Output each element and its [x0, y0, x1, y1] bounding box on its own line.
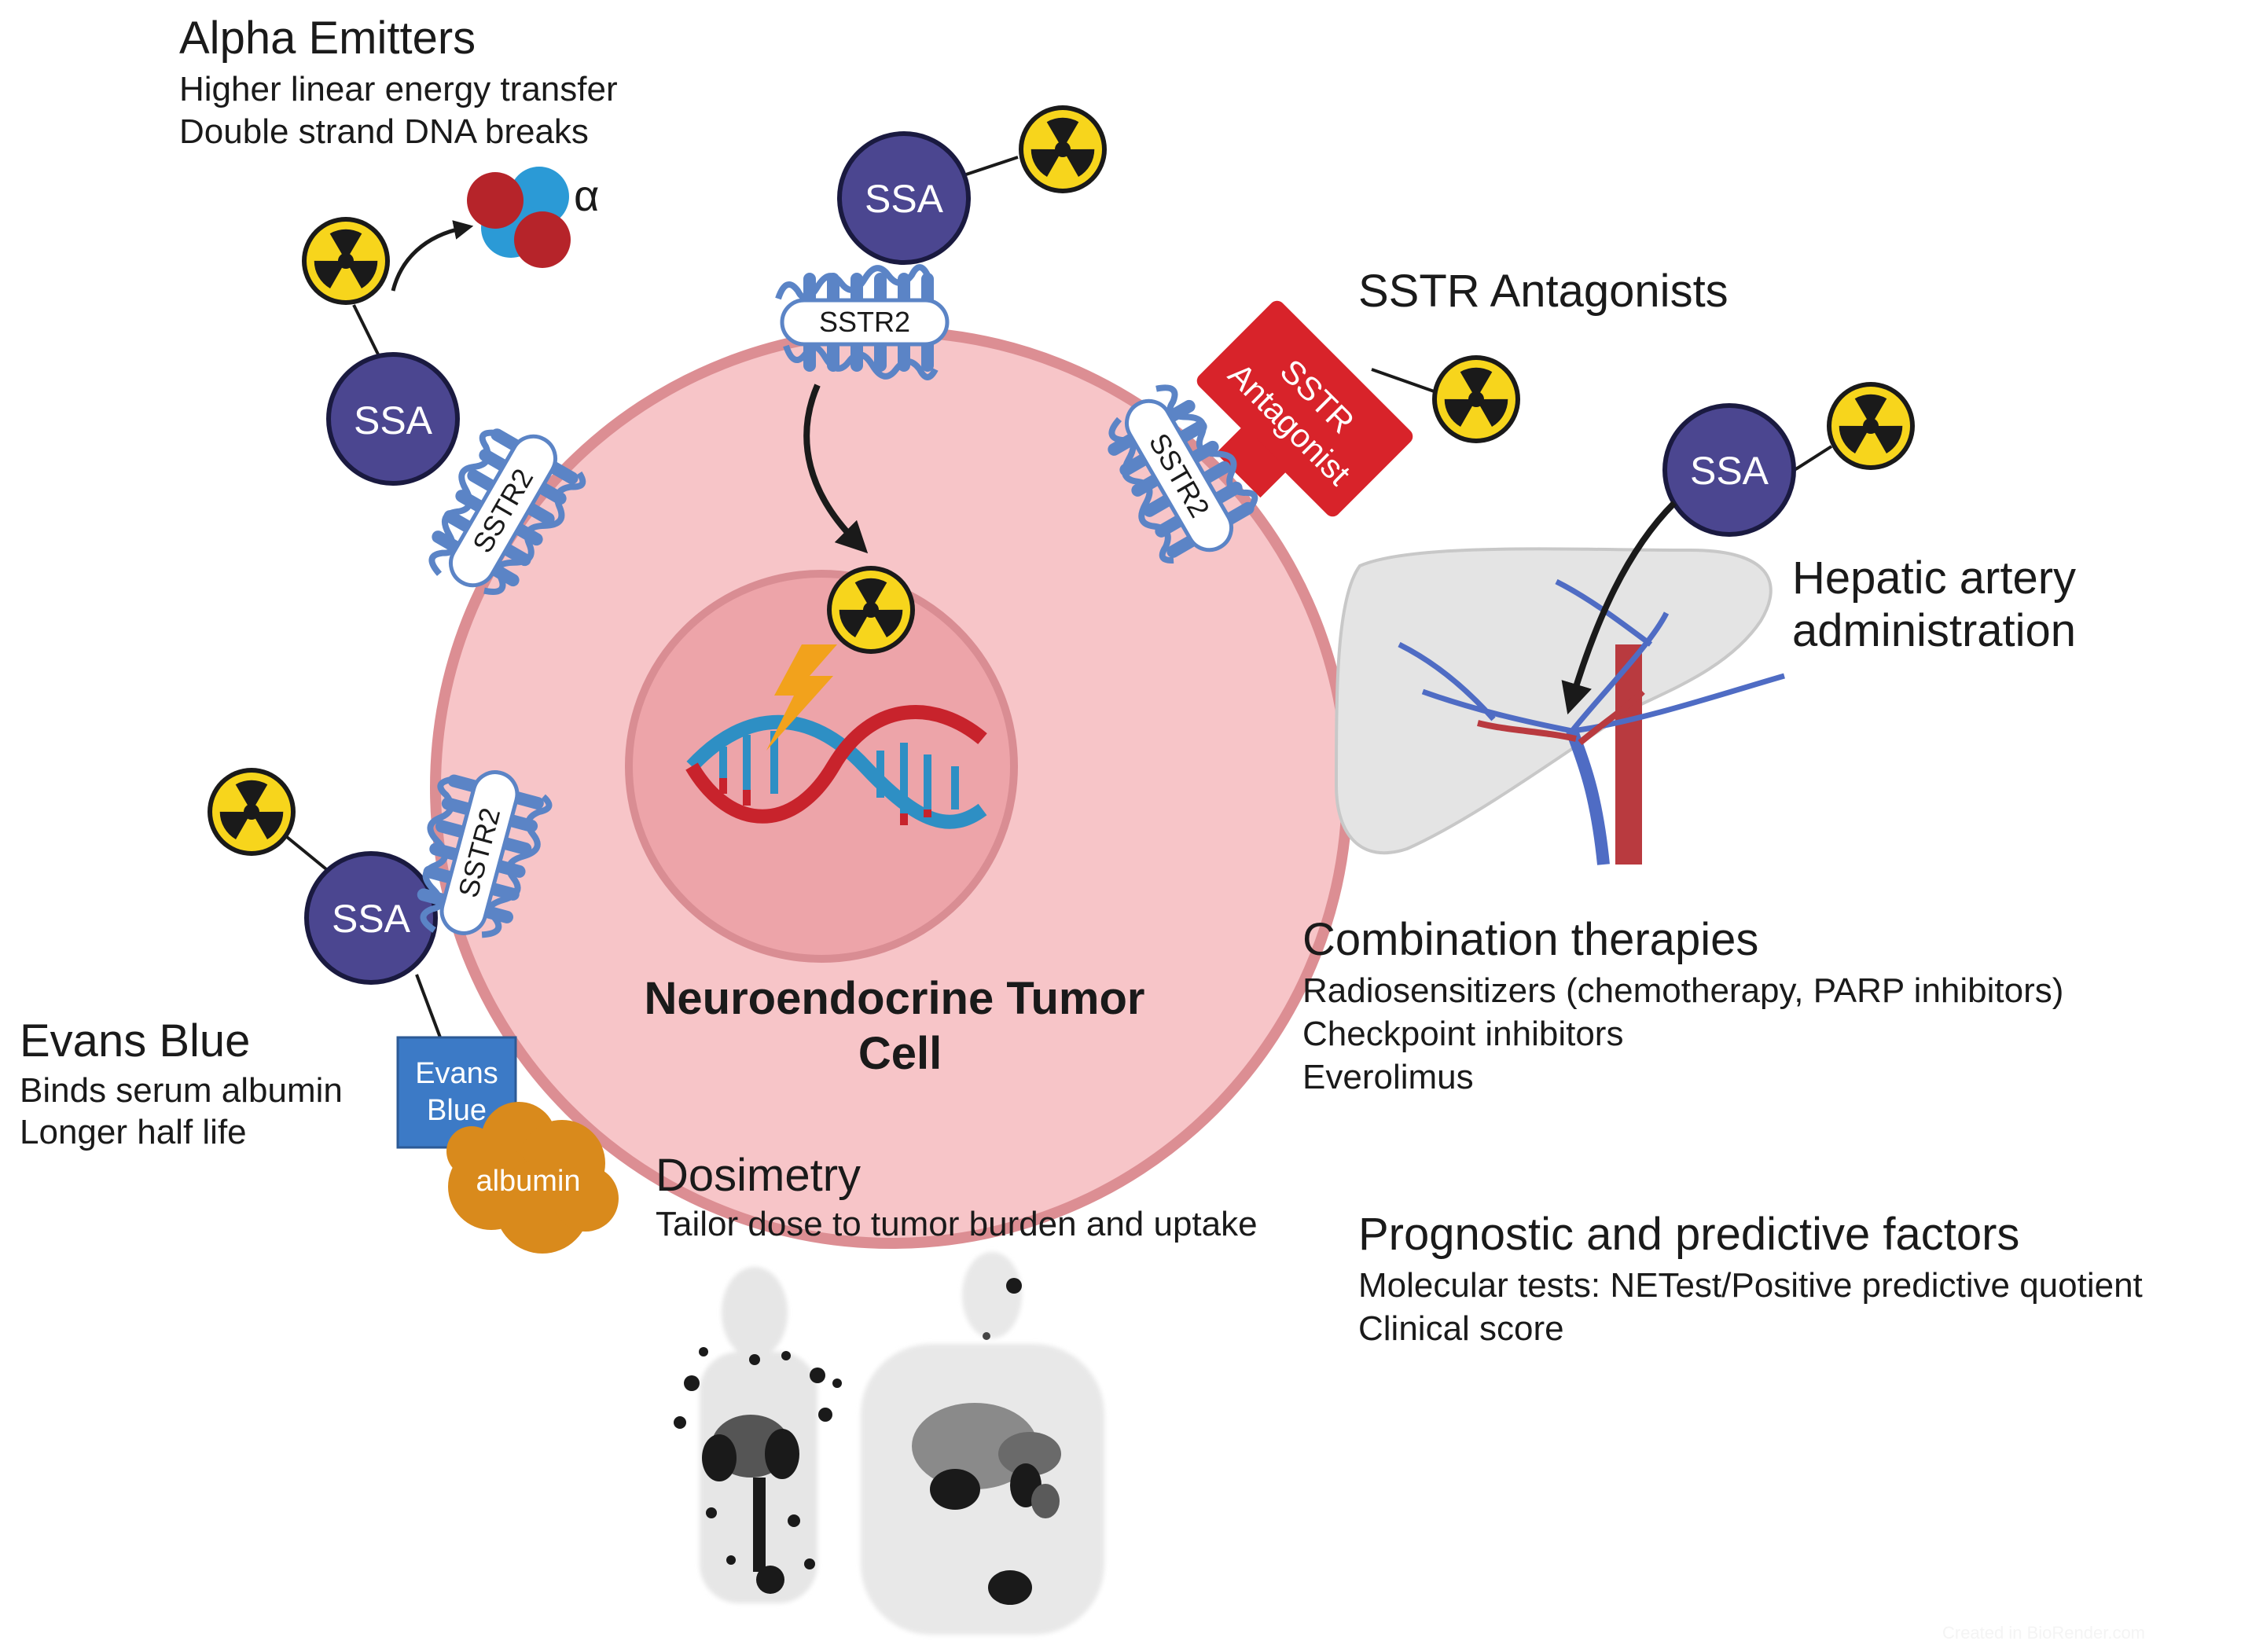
evans-title: Evans Blue — [20, 1015, 250, 1066]
linker-line — [285, 835, 332, 874]
ssa-molecule — [1662, 403, 1796, 537]
combination-line2: Checkpoint inhibitors — [1302, 1015, 1623, 1053]
cell-label-line2: Cell — [858, 1028, 942, 1079]
evans-line2: Longer half life — [20, 1113, 247, 1151]
ssa-molecule — [304, 851, 438, 985]
ssa-label: SSA — [332, 897, 411, 941]
prognostic-title: Prognostic and predictive factors — [1358, 1209, 2019, 1260]
pet-scan-image — [662, 1252, 1112, 1635]
ssa-label: SSA — [354, 398, 433, 442]
alpha-title: Alpha Emitters — [179, 13, 476, 64]
radiation-icon — [1432, 355, 1520, 443]
ssa-label: SSA — [865, 177, 944, 221]
radiation-icon — [208, 768, 296, 856]
hepatic-line1: Hepatic artery — [1792, 553, 2076, 604]
radiation-icon — [827, 566, 915, 654]
linker-line — [415, 974, 442, 1038]
antagonists-title: SSTR Antagonists — [1358, 266, 1729, 317]
internalization-arrow — [803, 384, 869, 554]
hepatic-arrow — [1561, 501, 1677, 715]
watermark: Created in BioRender.com — [1942, 1623, 2145, 1643]
cell-nucleus — [625, 570, 1018, 963]
dosimetry-line1: Tailor dose to tumor burden and uptake — [656, 1205, 1258, 1243]
ssa-molecule — [837, 131, 971, 265]
evans-line1: Binds serum albumin — [20, 1071, 343, 1110]
dna-icon — [685, 705, 987, 829]
ssa-molecule — [326, 352, 460, 486]
hepatic-line2: administration — [1792, 605, 2076, 656]
radiation-icon — [1019, 105, 1107, 193]
prognostic-line2: Clinical score — [1358, 1309, 1564, 1348]
liver-icon — [1334, 547, 1785, 865]
lightning-icon — [766, 644, 837, 751]
evans-box-line2: Blue — [427, 1094, 487, 1127]
radiation-icon — [302, 217, 390, 305]
albumin-label: albumin — [476, 1165, 580, 1198]
alpha-line1: Higher linear energy transfer — [179, 70, 618, 108]
evans-box-line1: Evans — [415, 1057, 498, 1090]
alpha-line2: Double strand DNA breaks — [179, 112, 589, 151]
combination-line3: Everolimus — [1302, 1058, 1474, 1096]
receptor-label: SSTR2 — [819, 306, 910, 338]
linker-line — [1371, 368, 1439, 395]
alpha-symbol: α — [574, 171, 599, 220]
prognostic-line1: Molecular tests: NETest/Positive predict… — [1358, 1266, 2143, 1305]
emission-arrow — [391, 220, 474, 292]
antagonist-box: SSTR Antagonist — [1196, 300, 1413, 517]
radiation-icon — [1827, 382, 1915, 470]
alpha-particle-icon — [467, 167, 571, 268]
cell-label-line1: Neuroendocrine Tumor — [645, 973, 1145, 1024]
ssa-label: SSA — [1690, 449, 1769, 493]
albumin-icon — [446, 1102, 619, 1254]
dosimetry-title: Dosimetry — [656, 1150, 861, 1201]
combination-line1: Radiosensitizers (chemotherapy, PARP inh… — [1302, 971, 2063, 1010]
combination-title: Combination therapies — [1302, 914, 1758, 965]
